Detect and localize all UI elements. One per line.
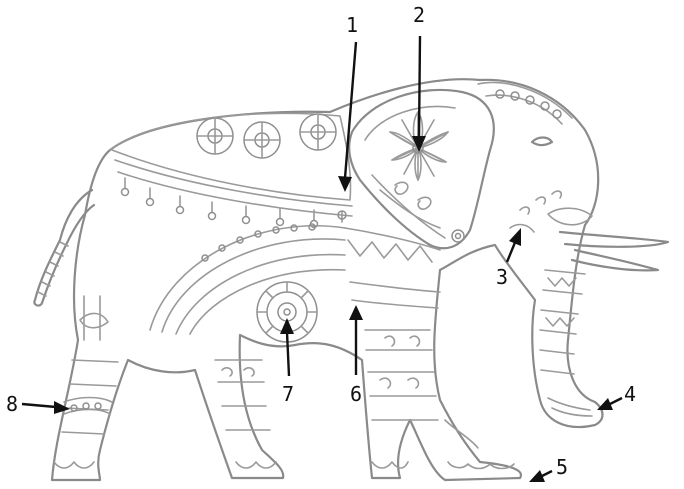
callout-3: 3 bbox=[496, 228, 521, 289]
callout-7-number: 7 bbox=[282, 382, 294, 406]
elephant-illustration bbox=[34, 79, 668, 480]
elephant-tail bbox=[34, 190, 94, 306]
elephant-body-outline bbox=[52, 79, 603, 480]
callout-2-number: 2 bbox=[413, 3, 425, 27]
callout-3-arrowhead bbox=[509, 228, 521, 246]
callout-7-arrow-line bbox=[287, 332, 289, 376]
callout-4-number: 4 bbox=[624, 382, 636, 406]
callout-3-number: 3 bbox=[496, 265, 508, 289]
callout-5-number: 5 bbox=[556, 455, 568, 479]
callout-6-arrowhead bbox=[349, 305, 363, 320]
belly-arch bbox=[150, 226, 345, 330]
blanket-flowers bbox=[197, 114, 336, 158]
callout-1-number: 1 bbox=[346, 13, 358, 37]
elephant-mouth bbox=[510, 225, 534, 232]
elephant-eye bbox=[532, 138, 552, 146]
elephant-tusk-upper bbox=[560, 232, 668, 247]
callout-8-arrow-line bbox=[22, 404, 56, 407]
callout-4: 4 bbox=[597, 382, 636, 410]
back-foot-front bbox=[236, 462, 276, 468]
callout-8-number: 8 bbox=[6, 392, 18, 416]
callout-5: 5 bbox=[529, 455, 568, 482]
callout-2-arrow-line bbox=[419, 36, 420, 138]
callout-6: 6 bbox=[349, 305, 363, 406]
chest-band bbox=[345, 228, 440, 250]
back-foot-rear bbox=[54, 462, 94, 468]
elephant-tusk-lower bbox=[572, 250, 658, 270]
callout-6-number: 6 bbox=[350, 382, 362, 406]
callout-7: 7 bbox=[280, 318, 294, 406]
front-foot-left bbox=[372, 462, 408, 468]
callout-8: 8 bbox=[6, 392, 70, 416]
